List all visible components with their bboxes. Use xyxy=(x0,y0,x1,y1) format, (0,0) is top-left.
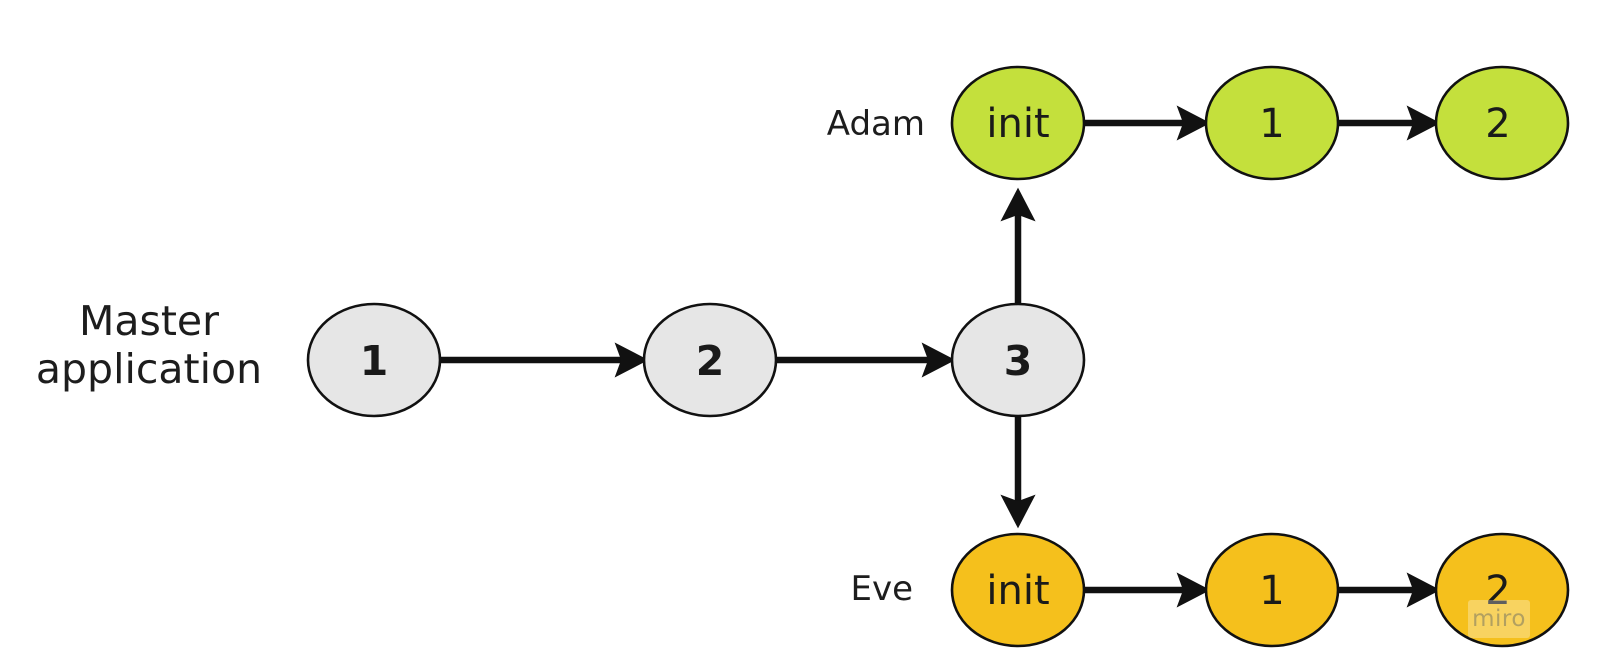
node-master-1[interactable]: 1 xyxy=(306,302,442,418)
node-master-3[interactable]: 3 xyxy=(950,302,1086,418)
node-adam-init[interactable]: init xyxy=(950,65,1086,181)
branch-label-adam: Adam xyxy=(826,104,925,144)
node-eve-2[interactable]: 2 xyxy=(1434,532,1570,648)
node-adam-2-label: 2 xyxy=(1485,101,1510,147)
node-eve-init-label: init xyxy=(986,568,1049,614)
node-eve-2-label: 2 xyxy=(1485,568,1510,614)
node-shape[interactable] xyxy=(950,65,1086,181)
branch-label-master-line2: application xyxy=(35,344,263,393)
node-eve-1-label: 1 xyxy=(1259,568,1284,614)
node-master-2[interactable]: 2 xyxy=(642,302,778,418)
branch-label-eve: Eve xyxy=(850,569,913,609)
node-master-1-label: 1 xyxy=(360,337,389,385)
node-adam-init-label: init xyxy=(986,101,1049,147)
node-adam-2[interactable]: 2 xyxy=(1434,65,1570,181)
node-adam-1-label: 1 xyxy=(1259,101,1284,147)
node-adam-1[interactable]: 1 xyxy=(1204,65,1340,181)
branch-label-master-line1: Master xyxy=(78,297,220,345)
node-eve-init[interactable]: init xyxy=(950,532,1086,648)
branch-label-master: Master application xyxy=(8,297,290,393)
node-shape[interactable] xyxy=(642,302,778,418)
node-master-2-label: 2 xyxy=(696,337,725,385)
miro-watermark: miro xyxy=(1468,600,1530,638)
node-shape[interactable] xyxy=(1204,532,1340,648)
node-master-3-label: 3 xyxy=(1004,337,1033,385)
node-shape[interactable] xyxy=(950,302,1086,418)
node-shape[interactable] xyxy=(1434,532,1570,648)
node-shape[interactable] xyxy=(1204,65,1340,181)
node-shape[interactable] xyxy=(950,532,1086,648)
node-eve-1[interactable]: 1 xyxy=(1204,532,1340,648)
node-shape[interactable] xyxy=(1434,65,1570,181)
node-shape[interactable] xyxy=(306,302,442,418)
